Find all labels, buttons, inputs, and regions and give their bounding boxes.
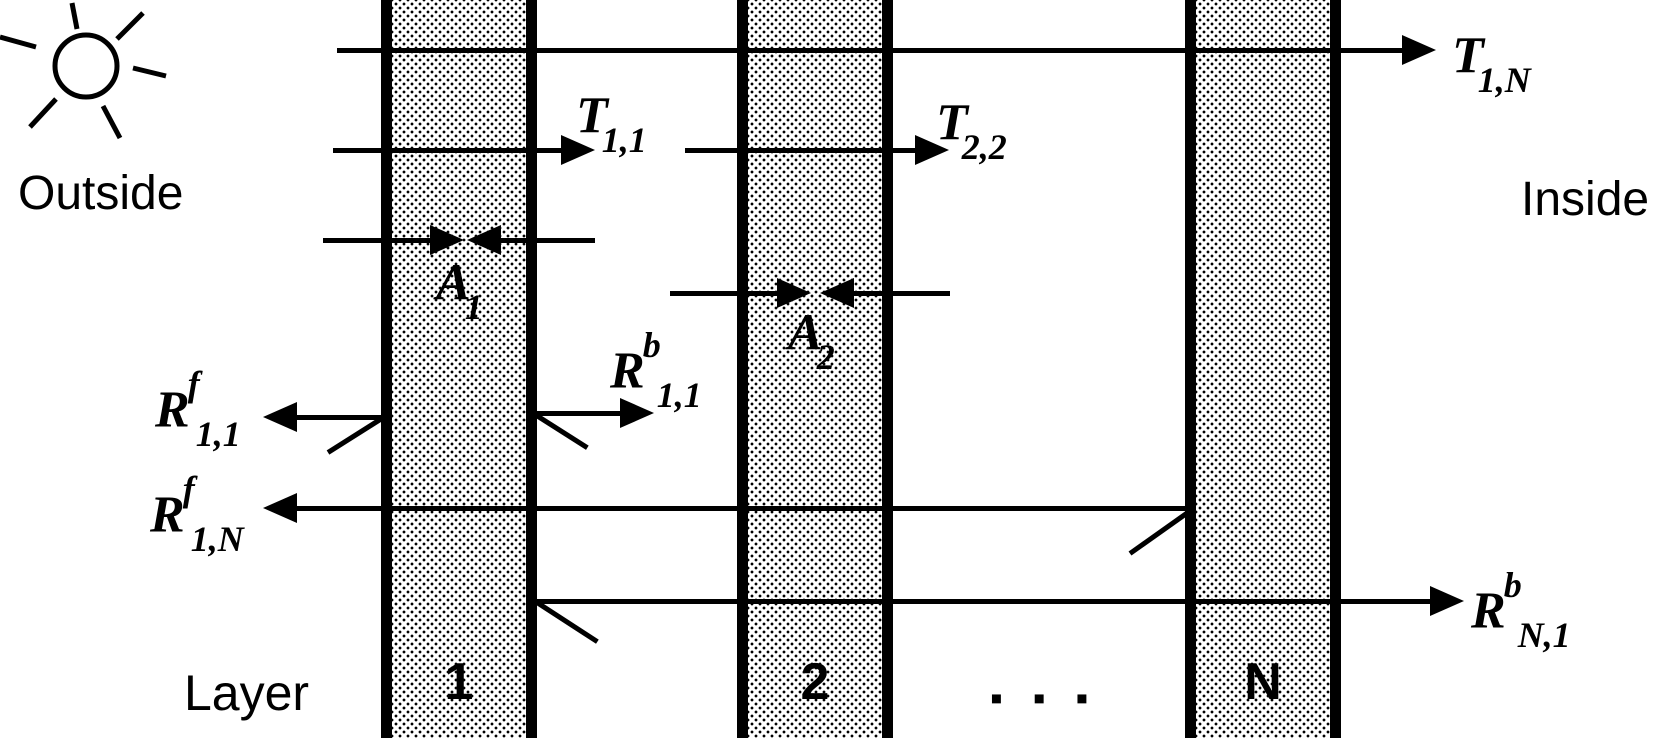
sun-core [52,32,120,100]
sun-ray [28,97,58,129]
rbn1-reflection-tick [535,600,599,644]
outside-label: Outside [18,167,184,220]
layer-2-front-surface [737,0,748,738]
rf11-label-main: R [155,381,190,439]
layer-2-back-surface [882,0,893,738]
layer-caption: Layer [184,665,310,721]
t11-label-main: T [576,87,608,145]
rf1n-reflection-tick [1128,510,1190,556]
rf11-reflection-tick [326,414,386,455]
rf1n-label-main: R [150,486,185,544]
layer-n-front-surface [1185,0,1196,738]
a2-label-main: A [788,304,823,362]
layer-n-number: N [1244,653,1282,711]
a2-label-sub: 2 [816,336,835,377]
a2-left-line [670,291,779,296]
t22-label: T2,2 [936,91,1007,165]
t11-arrowhead-icon [561,135,595,165]
layer-ellipsis: ▪ ▪ ▪ [990,677,1099,718]
layer-1-front-surface [381,0,392,738]
rb11-label-main: R [610,342,645,400]
t22-arrow-line [685,148,917,153]
rbn1-label-sub: N,1 [1517,614,1571,655]
a1-label-main: A [436,254,471,312]
sun-ray [100,104,123,140]
rf11-arrowhead-icon [263,402,297,432]
rb11-arrow-line [537,411,622,416]
layer-2-number: 2 [800,653,830,711]
t1n-label-main: T [1452,27,1484,85]
layer-1-body [392,0,526,738]
rf1n-label: Rf 1,N [150,471,244,556]
a2-label: A2 [788,301,835,375]
rf1n-arrowhead-icon [263,493,297,523]
rbn1-label: RbN,1 [1471,567,1571,652]
rb11-label: Rb 1,1 [610,327,702,412]
rb11-label-sup: b [642,325,661,366]
t22-arrowhead-icon [915,135,949,165]
t11-label-sub: 1,1 [601,119,647,160]
t1n-label-sub: 1,N [1477,59,1531,100]
rb11-label-sub: 1,1 [656,374,702,415]
a1-left-line [323,238,432,243]
rf11-label-sub: 1,1 [195,413,241,454]
t1n-label: T1,N [1452,24,1531,98]
layer-n-back-surface [1330,0,1341,738]
sun-ray [69,2,80,30]
rb11-reflection-tick [533,412,589,450]
rb11-arrowhead-icon [620,398,654,428]
layer-1-number: 1 [444,653,474,711]
t22-label-main: T [936,94,968,152]
rbn1-label-main: R [1471,582,1506,640]
rbn1-arrow-line [535,599,1432,604]
a1-label-sub: 1 [464,286,483,327]
a1-label: A1 [436,251,483,325]
rf1n-label-sub: 1,N [190,518,244,559]
rf1n-label-sup: f [182,469,195,510]
rf11-label-sup: f [187,364,200,405]
a1-left-arrowhead-icon [430,225,464,255]
sun-ray [132,65,167,79]
layer-n-body [1196,0,1330,738]
rf1n-arrow-line [295,506,1185,511]
t22-label-sub: 2,2 [961,126,1007,167]
t1n-arrow-line [337,48,1405,53]
t11-label: T1,1 [576,84,647,158]
layer-2: 2 [737,0,893,738]
rf11-arrow-line [295,415,385,420]
sun-icon [0,2,167,140]
t1n-arrowhead-icon [1402,35,1436,65]
a2-right-arrowhead-icon [820,278,854,308]
t11-arrow-line [333,148,563,153]
a1-right-arrowhead-icon [467,225,501,255]
a2-right-line [852,291,950,296]
layer-n: N [1185,0,1341,738]
sun-ray [0,34,37,50]
rf11-label: Rf 1,1 [155,366,241,451]
rbn1-arrowhead-icon [1430,586,1464,616]
layer-2-body [748,0,882,738]
rbn1-label-sup: b [1503,565,1522,606]
a1-right-line [499,238,595,243]
a2-left-arrowhead-icon [777,278,811,308]
layer-1: 1 [381,0,537,738]
inside-label: Inside [1521,173,1650,226]
sun-ray [115,11,145,41]
layer-1-back-surface [526,0,537,738]
